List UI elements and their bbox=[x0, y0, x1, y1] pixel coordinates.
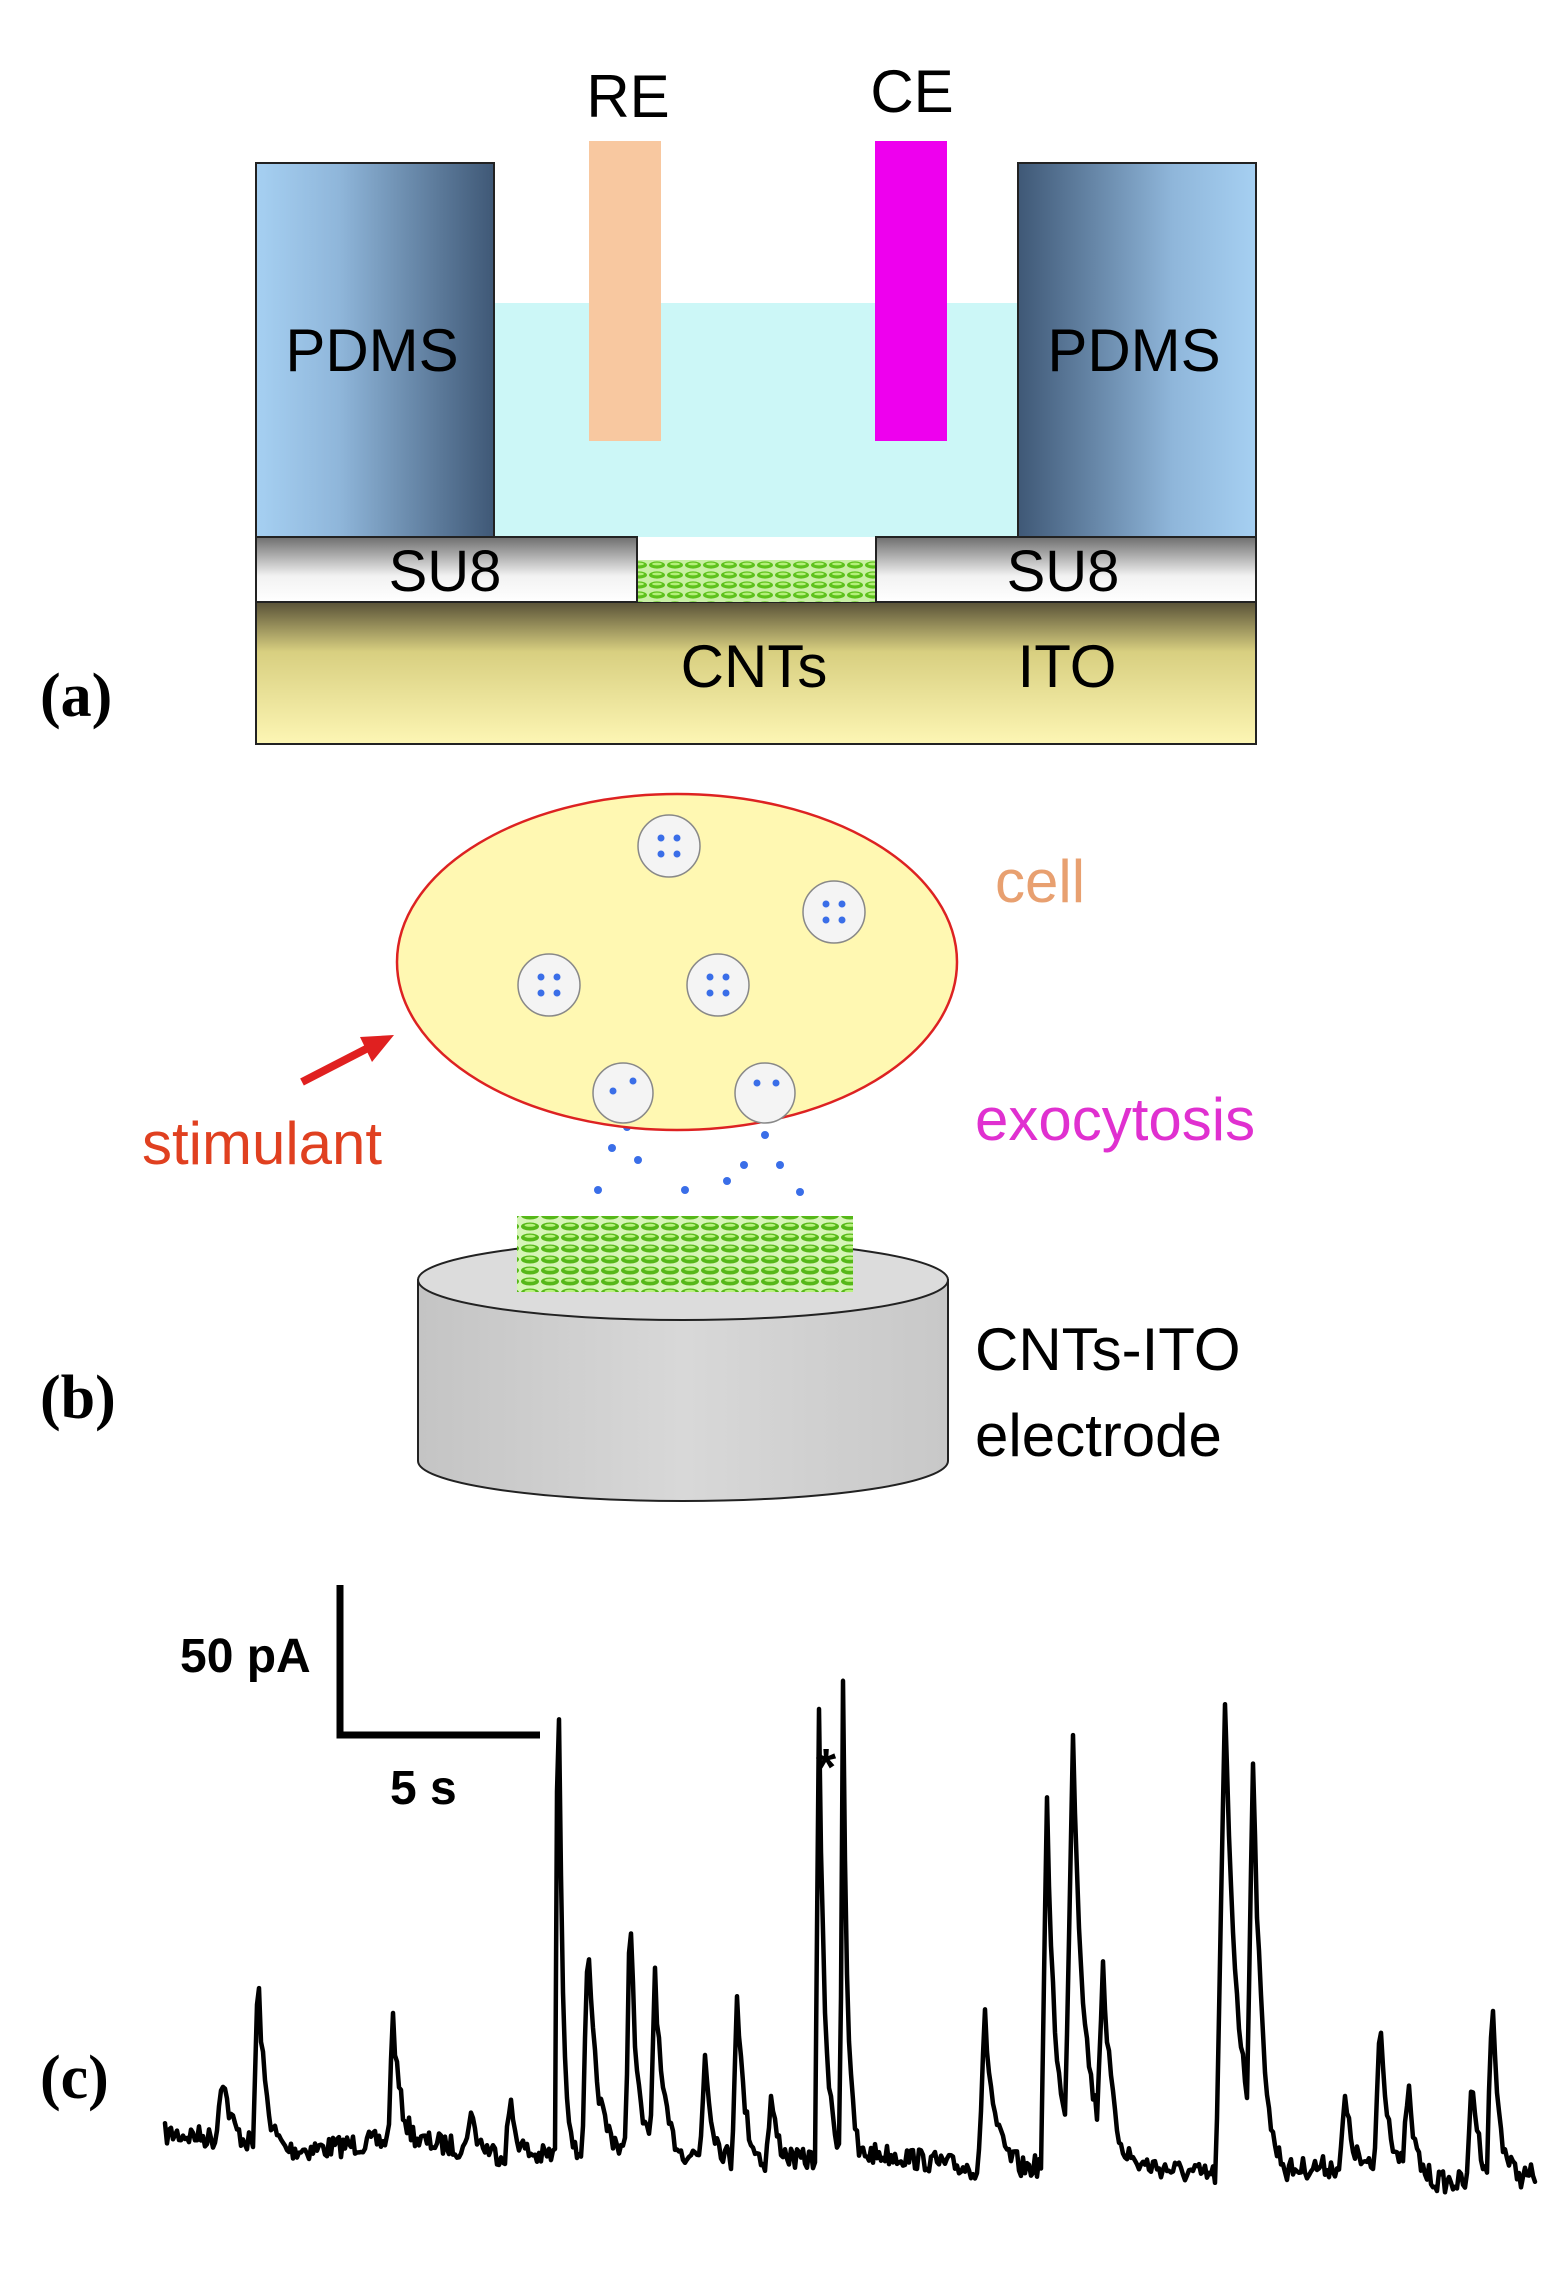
electrode-cnt-layer bbox=[517, 1216, 853, 1292]
scale-time-label: 5 s bbox=[390, 1762, 457, 1815]
panel-c: 50 pA 5 s * (c) bbox=[40, 1585, 1538, 2195]
re-label: RE bbox=[586, 63, 669, 130]
pdms-left-block bbox=[255, 162, 495, 538]
reference-electrode bbox=[589, 141, 661, 441]
vesicle bbox=[802, 880, 866, 944]
su8-left-layer bbox=[255, 536, 638, 603]
pdms-right-label: PDMS bbox=[1047, 317, 1220, 384]
electrode-label-line2: electrode bbox=[975, 1402, 1222, 1469]
vesicles bbox=[517, 814, 866, 1124]
scale-current-label: 50 pA bbox=[180, 1630, 311, 1683]
amperometric-trace bbox=[162, 1678, 1538, 2195]
cell-body bbox=[395, 792, 959, 1132]
molecule bbox=[594, 1186, 602, 1194]
panel-a-label: (a) bbox=[40, 662, 112, 730]
molecule bbox=[761, 1131, 769, 1139]
ito-substrate bbox=[255, 601, 1257, 745]
panel-a: PDMS PDMS RE CE SU8 SU8 CNTs ITO (a) bbox=[40, 58, 1257, 745]
cnt-layer bbox=[638, 560, 875, 602]
electrode-body bbox=[417, 1279, 949, 1502]
exocytosis-label: exocytosis bbox=[975, 1086, 1255, 1153]
counter-electrode bbox=[875, 141, 947, 441]
molecule bbox=[723, 1177, 731, 1185]
molecule bbox=[608, 1144, 616, 1152]
cnts-ito-electrode bbox=[417, 1216, 949, 1502]
panel-c-label: (c) bbox=[40, 2044, 109, 2112]
ito-label: ITO bbox=[1018, 633, 1117, 700]
vesicle bbox=[517, 953, 581, 1017]
vesicle bbox=[637, 814, 701, 878]
molecule bbox=[740, 1161, 748, 1169]
vesicle-fusing bbox=[592, 1062, 654, 1124]
panel-b: cell stimulant exocytosis CNTs-ITO elect… bbox=[40, 792, 1255, 1502]
stimulant-label: stimulant bbox=[142, 1110, 382, 1177]
molecule bbox=[796, 1188, 804, 1196]
ce-label: CE bbox=[870, 58, 953, 125]
pdms-right-block bbox=[1017, 162, 1257, 538]
su8-right-layer bbox=[875, 536, 1257, 603]
cell-label: cell bbox=[995, 848, 1085, 915]
su8-left-label: SU8 bbox=[389, 539, 502, 604]
su8-right-label: SU8 bbox=[1007, 539, 1120, 604]
stimulant-arrow bbox=[300, 1035, 394, 1086]
molecule bbox=[776, 1161, 784, 1169]
panel-b-label: (b) bbox=[40, 1364, 116, 1432]
vesicle-fusing bbox=[734, 1062, 796, 1124]
cnts-label: CNTs bbox=[681, 633, 828, 700]
pdms-left-label: PDMS bbox=[285, 317, 458, 384]
electrode-label-line1: CNTs-ITO bbox=[975, 1316, 1241, 1383]
vesicle bbox=[686, 953, 750, 1017]
molecule bbox=[681, 1186, 689, 1194]
molecule bbox=[634, 1156, 642, 1164]
scale-bar bbox=[336, 1585, 540, 1739]
